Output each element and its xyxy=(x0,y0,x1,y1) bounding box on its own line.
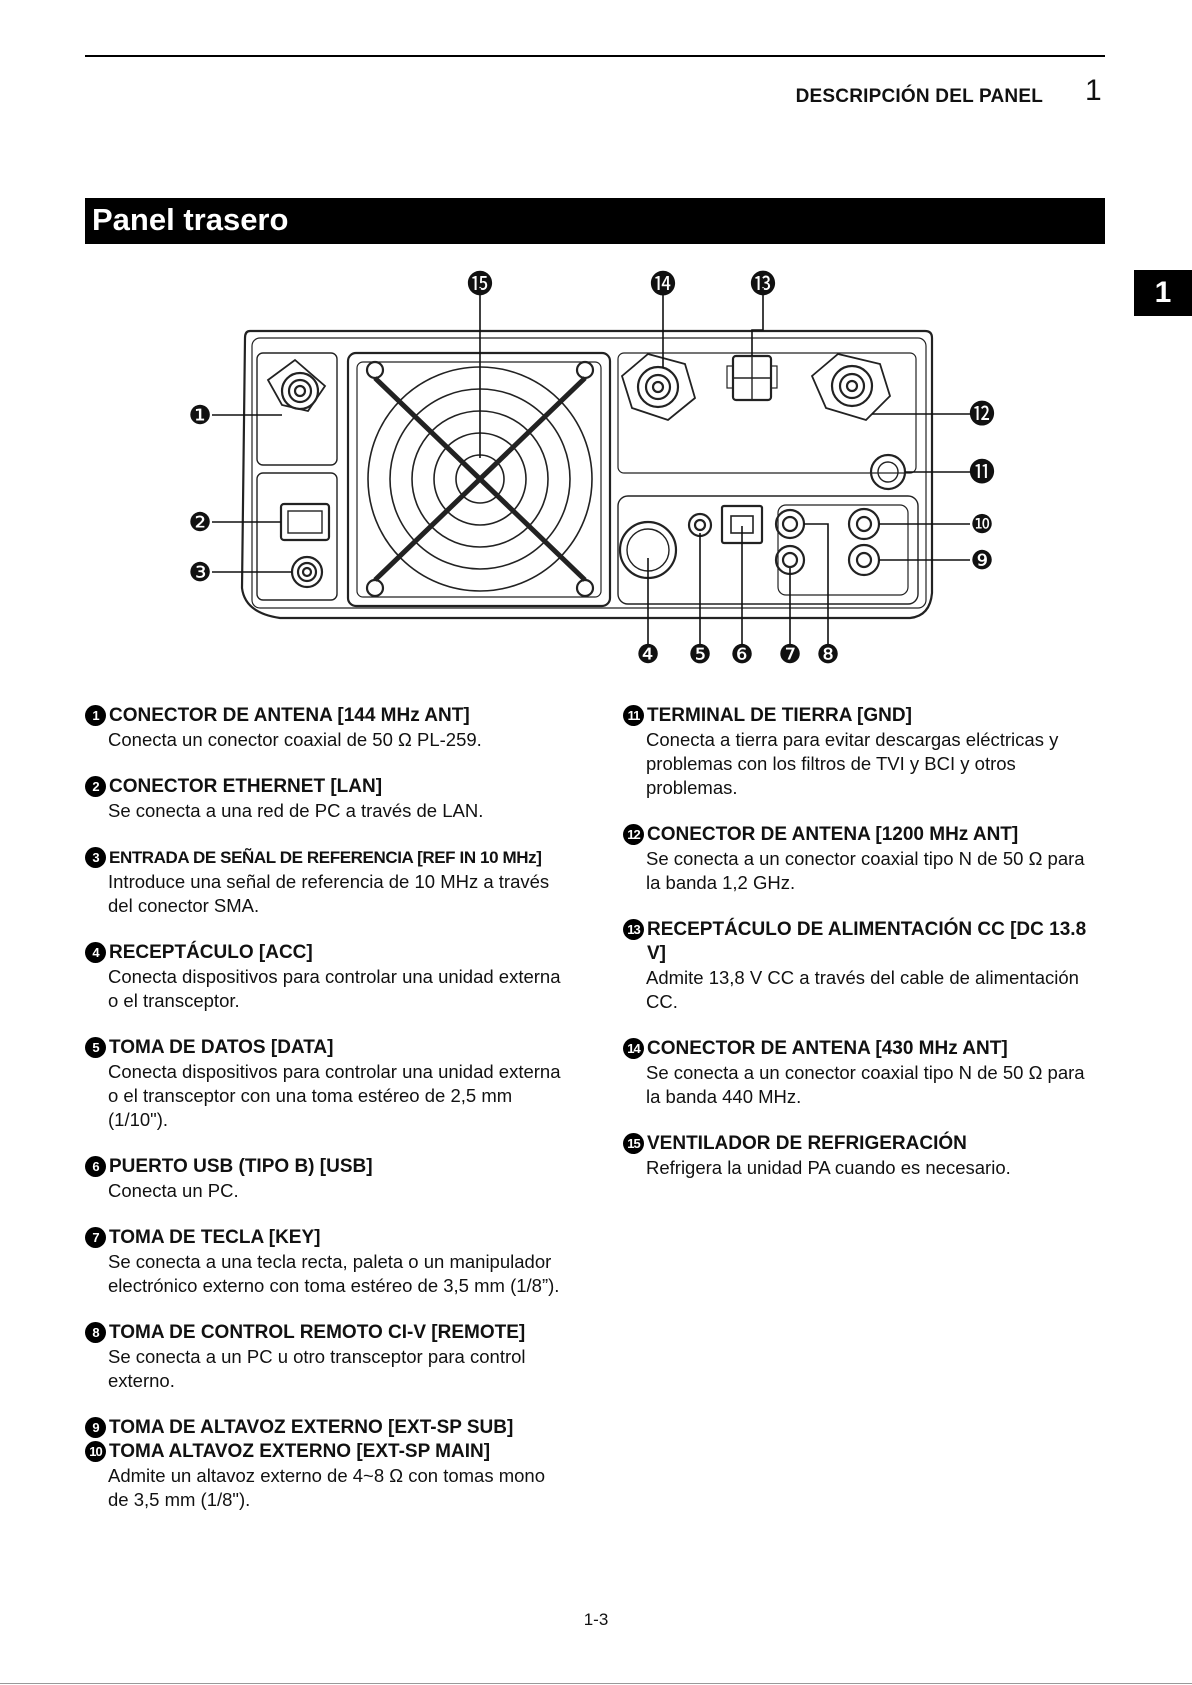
item-description: Introduce una señal de referencia de 10 … xyxy=(108,871,550,916)
item-description: Conecta un PC. xyxy=(108,1180,239,1201)
item-number: 1 xyxy=(85,705,106,726)
item-description: Se conecta a una tecla recta, paleta o u… xyxy=(108,1251,560,1296)
item-title: ENTRADA DE SEÑAL DE REFERENCIA [REF IN 1… xyxy=(109,848,542,867)
rear-panel-diagram: ❶ ❷ ❸ ❹ ❺ ❻ ❼ ❽ ❾ ❿ ⓫ ⓬ ⓭ ⓮ ⓯ xyxy=(190,269,995,668)
chassis-outline xyxy=(240,329,934,620)
item-number: 15 xyxy=(623,1133,644,1154)
item-number: 3 xyxy=(85,847,106,868)
item-number: 13 xyxy=(623,919,644,940)
callout-5: ❺ xyxy=(688,639,711,668)
item-description: Se conecta a un conector coaxial tipo N … xyxy=(646,1062,1085,1107)
item-number: 10 xyxy=(85,1441,106,1462)
callout-9: ❾ xyxy=(970,545,993,575)
item-description: Conecta dispositivos para controlar una … xyxy=(108,1061,561,1130)
item-number: 2 xyxy=(85,776,106,797)
item-title: TOMA DE CONTROL REMOTO CI-V [REMOTE] xyxy=(109,1322,526,1343)
callout-12: ⓬ xyxy=(969,399,995,429)
callout-7: ❼ xyxy=(778,639,801,668)
callout-4: ❹ xyxy=(636,639,659,668)
item-description: Conecta a tierra para evitar descargas e… xyxy=(646,729,1059,798)
item-title: CONECTOR ETHERNET [LAN] xyxy=(109,776,383,797)
callout-14: ⓮ xyxy=(650,269,676,299)
item-title: TERMINAL DE TIERRA [GND] xyxy=(647,705,912,726)
item-description: Refrigera la unidad PA cuando es necesar… xyxy=(646,1157,1011,1178)
item-title: TOMA ALTAVOZ EXTERNO [EXT-SP MAIN] xyxy=(109,1441,491,1462)
item-description: Se conecta a un PC u otro transceptor pa… xyxy=(108,1346,526,1391)
item-title: TOMA DE ALTAVOZ EXTERNO [EXT-SP SUB] xyxy=(109,1417,514,1438)
callout-15: ⓯ xyxy=(467,269,493,299)
chassis-inner xyxy=(251,337,927,609)
callout-1: ❶ xyxy=(190,400,212,430)
item-description: Se conecta a un conector coaxial tipo N … xyxy=(646,848,1085,893)
item-description: Conecta dispositivos para controlar una … xyxy=(108,966,561,1011)
item-number: 7 xyxy=(85,1227,106,1248)
item-description: Admite 13,8 V CC a través del cable de a… xyxy=(646,967,1079,1012)
callout-6: ❻ xyxy=(730,639,753,668)
item-number: 8 xyxy=(85,1322,106,1343)
item-description: Admite un altavoz externo de 4~8 Ω con t… xyxy=(108,1465,546,1510)
item-number: 14 xyxy=(623,1038,644,1059)
section-title: Panel trasero xyxy=(92,202,289,237)
item-title: PUERTO USB (TIPO B) [USB] xyxy=(109,1156,373,1177)
section-header: Panel trasero xyxy=(85,198,1105,244)
item-number: 4 xyxy=(85,942,106,963)
callout-11: ⓫ xyxy=(969,457,995,487)
header-rule xyxy=(85,55,1105,57)
item-number: 5 xyxy=(85,1037,106,1058)
footer-rule xyxy=(0,1683,1192,1684)
item-title: TOMA DE DATOS [DATA] xyxy=(109,1037,334,1058)
item-number: 6 xyxy=(85,1156,106,1177)
callout-3: ❸ xyxy=(190,557,212,587)
chapter-tab: 1 xyxy=(1134,270,1192,316)
callout-13: ⓭ xyxy=(750,269,776,299)
item-title: RECEPTÁCULO DE ALIMENTACIÓN CC [DC 13.8 … xyxy=(647,919,1087,964)
chapter-number: 1 xyxy=(1085,74,1102,107)
callout-2: ❷ xyxy=(190,507,212,537)
item-description: Conecta un conector coaxial de 50 Ω PL-2… xyxy=(108,729,482,750)
item-title: CONECTOR DE ANTENA [144 MHz ANT] xyxy=(109,705,470,726)
item-title: TOMA DE TECLA [KEY] xyxy=(109,1227,321,1248)
item-title: VENTILADOR DE REFRIGERACIÓN xyxy=(647,1133,967,1154)
item-number: 11 xyxy=(623,705,644,726)
item-title: CONECTOR DE ANTENA [1200 MHz ANT] xyxy=(647,824,1019,845)
fan-frame xyxy=(346,351,612,608)
item-number: 9 xyxy=(85,1417,106,1438)
callout-8: ❽ xyxy=(816,639,839,668)
callout-10: ❿ xyxy=(970,509,993,539)
running-title: DESCRIPCIÓN DEL PANEL xyxy=(795,86,1043,107)
item-description: Se conecta a una red de PC a través de L… xyxy=(108,800,484,821)
item-title: RECEPTÁCULO [ACC] xyxy=(109,942,313,963)
item-number: 12 xyxy=(623,824,644,845)
page-number: 1-3 xyxy=(583,1610,609,1629)
item-title: CONECTOR DE ANTENA [430 MHz ANT] xyxy=(647,1038,1008,1059)
